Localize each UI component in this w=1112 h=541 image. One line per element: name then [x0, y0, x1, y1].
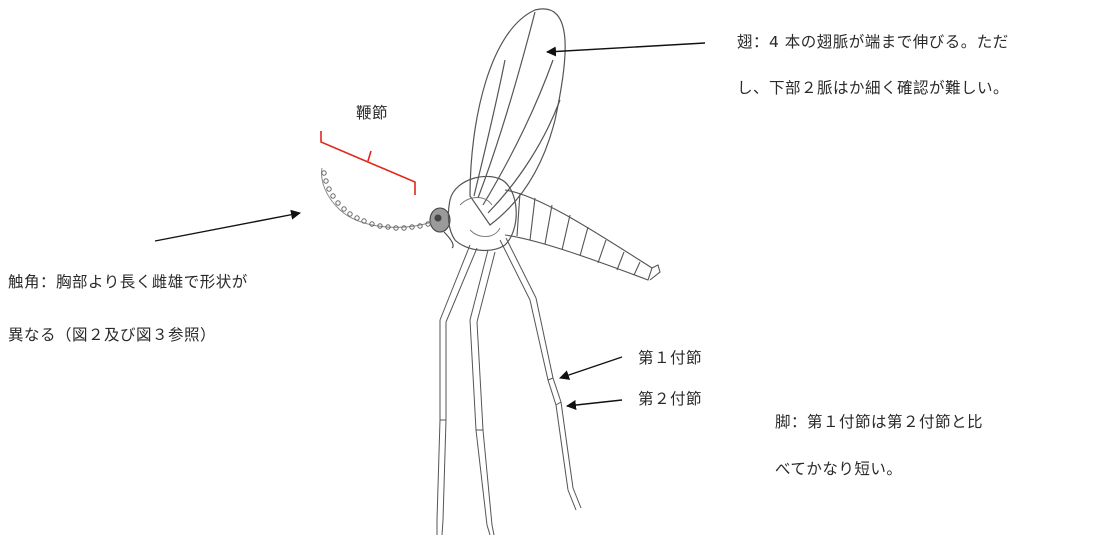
antenna-label-line1: 触角：胸部より長く雌雄で形状が: [8, 264, 248, 300]
tarsus2-label: 第２付節: [638, 381, 702, 417]
legs: [437, 238, 581, 535]
antenna-arrow: [155, 213, 300, 241]
wing-label-line2: し、下部２脈はか細く確認が難しい。: [737, 70, 1009, 106]
antenna-label-line2: 異なる（図２及び図３参照）: [8, 317, 216, 353]
antenna: [322, 168, 432, 230]
leg-label-line1: 脚：第１付節は第２付節と比: [775, 404, 983, 440]
abdomen: [505, 190, 660, 280]
wing-label-line1: 翅：4 本の翅脈が端まで伸びる。ただ: [737, 24, 1009, 60]
leg-label-line2: べてかなり短い。: [775, 451, 902, 487]
tarsus2-arrow: [567, 400, 622, 406]
tarsus1-arrow: [560, 357, 622, 378]
wing-arrow: [547, 43, 705, 52]
tarsus1-label: 第１付節: [638, 340, 702, 376]
flagellomere-label: 鞭節: [356, 95, 388, 131]
flagellomere-bracket: [321, 131, 415, 195]
